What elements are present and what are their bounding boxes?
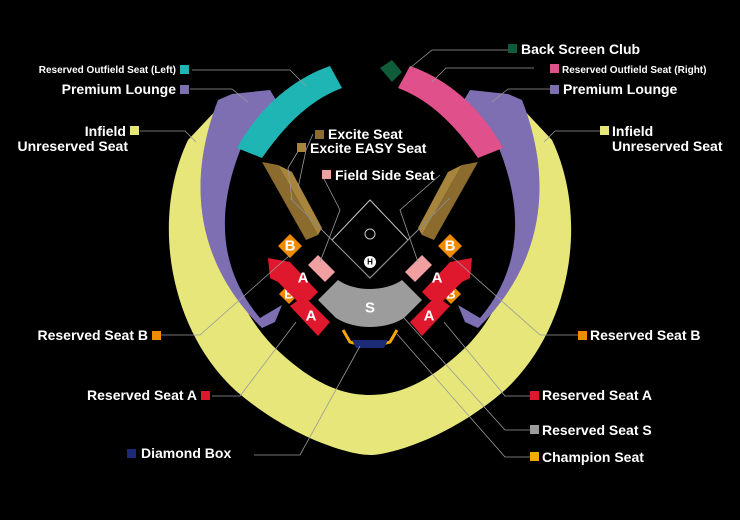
svg-text:B: B [285,238,296,255]
label-back-screen-club: Back Screen Club [521,41,640,57]
swatch-reserved-seat-b-right [578,331,587,340]
back-screen-club[interactable] [380,60,402,82]
reserved-seat-b-right-upper[interactable]: B [438,234,462,258]
swatch-reserved-outfield-left [180,65,189,74]
reserved-seat-s[interactable]: S [318,280,422,327]
swatch-reserved-seat-b-left [152,331,161,340]
swatch-champion-seat [530,452,539,461]
label-reserved-seat-a-right: Reserved Seat A [542,387,652,403]
label-infield-left-line1: Infield [85,123,126,139]
label-infield-left-line2: Unreserved Seat [17,138,128,154]
label-diamond-box: Diamond Box [141,445,231,461]
swatch-infield-unreserved-left [130,126,139,135]
label-reserved-outfield-left: Reserved Outfield Seat (Left) [39,65,176,76]
excite-easy-seat-right[interactable] [418,165,462,235]
swatch-excite-seat [315,130,324,139]
reserved-seat-a-left[interactable]: A A [268,258,330,336]
reserved-seat-a-right[interactable]: A A [410,258,472,336]
svg-text:A: A [306,308,317,325]
swatch-back-screen-club [508,44,517,53]
legend-swatches [127,44,609,461]
label-reserved-seat-b-right: Reserved Seat B [590,327,701,343]
reserved-seat-b-left-upper[interactable]: B [278,234,302,258]
swatch-reserved-seat-s [530,425,539,434]
premium-lounge-right[interactable] [458,90,540,328]
diamond-box[interactable] [352,340,388,348]
label-excite-seat: Excite Seat [328,126,403,142]
swatch-reserved-outfield-right [550,64,559,73]
label-reserved-outfield-right: Reserved Outfield Seat (Right) [562,65,706,76]
svg-text:S: S [365,300,375,317]
label-reserved-seat-a-left: Reserved Seat A [87,387,197,403]
svg-text:B: B [445,238,456,255]
reserved-outfield-left[interactable] [237,66,342,158]
swatch-premium-lounge-right [550,85,559,94]
field-side-seat-right[interactable] [405,255,432,282]
infield-unreserved-area[interactable] [168,106,572,455]
excite-easy-seat-left[interactable] [278,165,322,235]
svg-text:B: B [284,287,293,302]
svg-text:A: A [424,308,435,325]
home-plate-letter: H [367,258,373,267]
label-infield-right-line2: Unreserved Seat [612,138,723,154]
home-plate [364,256,376,268]
swatch-premium-lounge-left [180,85,189,94]
svg-text:A: A [298,270,309,287]
excite-seat-left[interactable] [262,162,318,240]
label-reserved-seat-s: Reserved Seat S [542,422,652,438]
excite-seat-right[interactable] [422,162,478,240]
reserved-outfield-right[interactable] [398,66,503,158]
svg-text:B: B [446,287,455,302]
field-side-seat-left[interactable] [308,255,335,282]
label-infield-right-line1: Infield [612,123,653,139]
swatch-reserved-seat-a-right [530,391,539,400]
swatch-reserved-seat-a-left [201,391,210,400]
swatch-diamond-box [127,449,136,458]
label-reserved-seat-b-left: Reserved Seat B [37,327,148,343]
label-field-side-seat: Field Side Seat [335,167,435,183]
svg-text:A: A [432,270,443,287]
premium-lounge-left[interactable] [200,90,282,328]
swatch-infield-unreserved-right [600,126,609,135]
label-excite-easy-seat: Excite EASY Seat [310,140,427,156]
label-champion-seat: Champion Seat [542,449,644,465]
label-premium-lounge-left: Premium Lounge [62,81,177,97]
label-premium-lounge-right: Premium Lounge [563,81,678,97]
swatch-field-side-seat [322,170,331,179]
swatch-excite-easy-seat [297,143,306,152]
legend-labels: Reserved Outfield Seat (Left) Back Scree… [17,41,722,465]
leader-lines [140,49,600,458]
